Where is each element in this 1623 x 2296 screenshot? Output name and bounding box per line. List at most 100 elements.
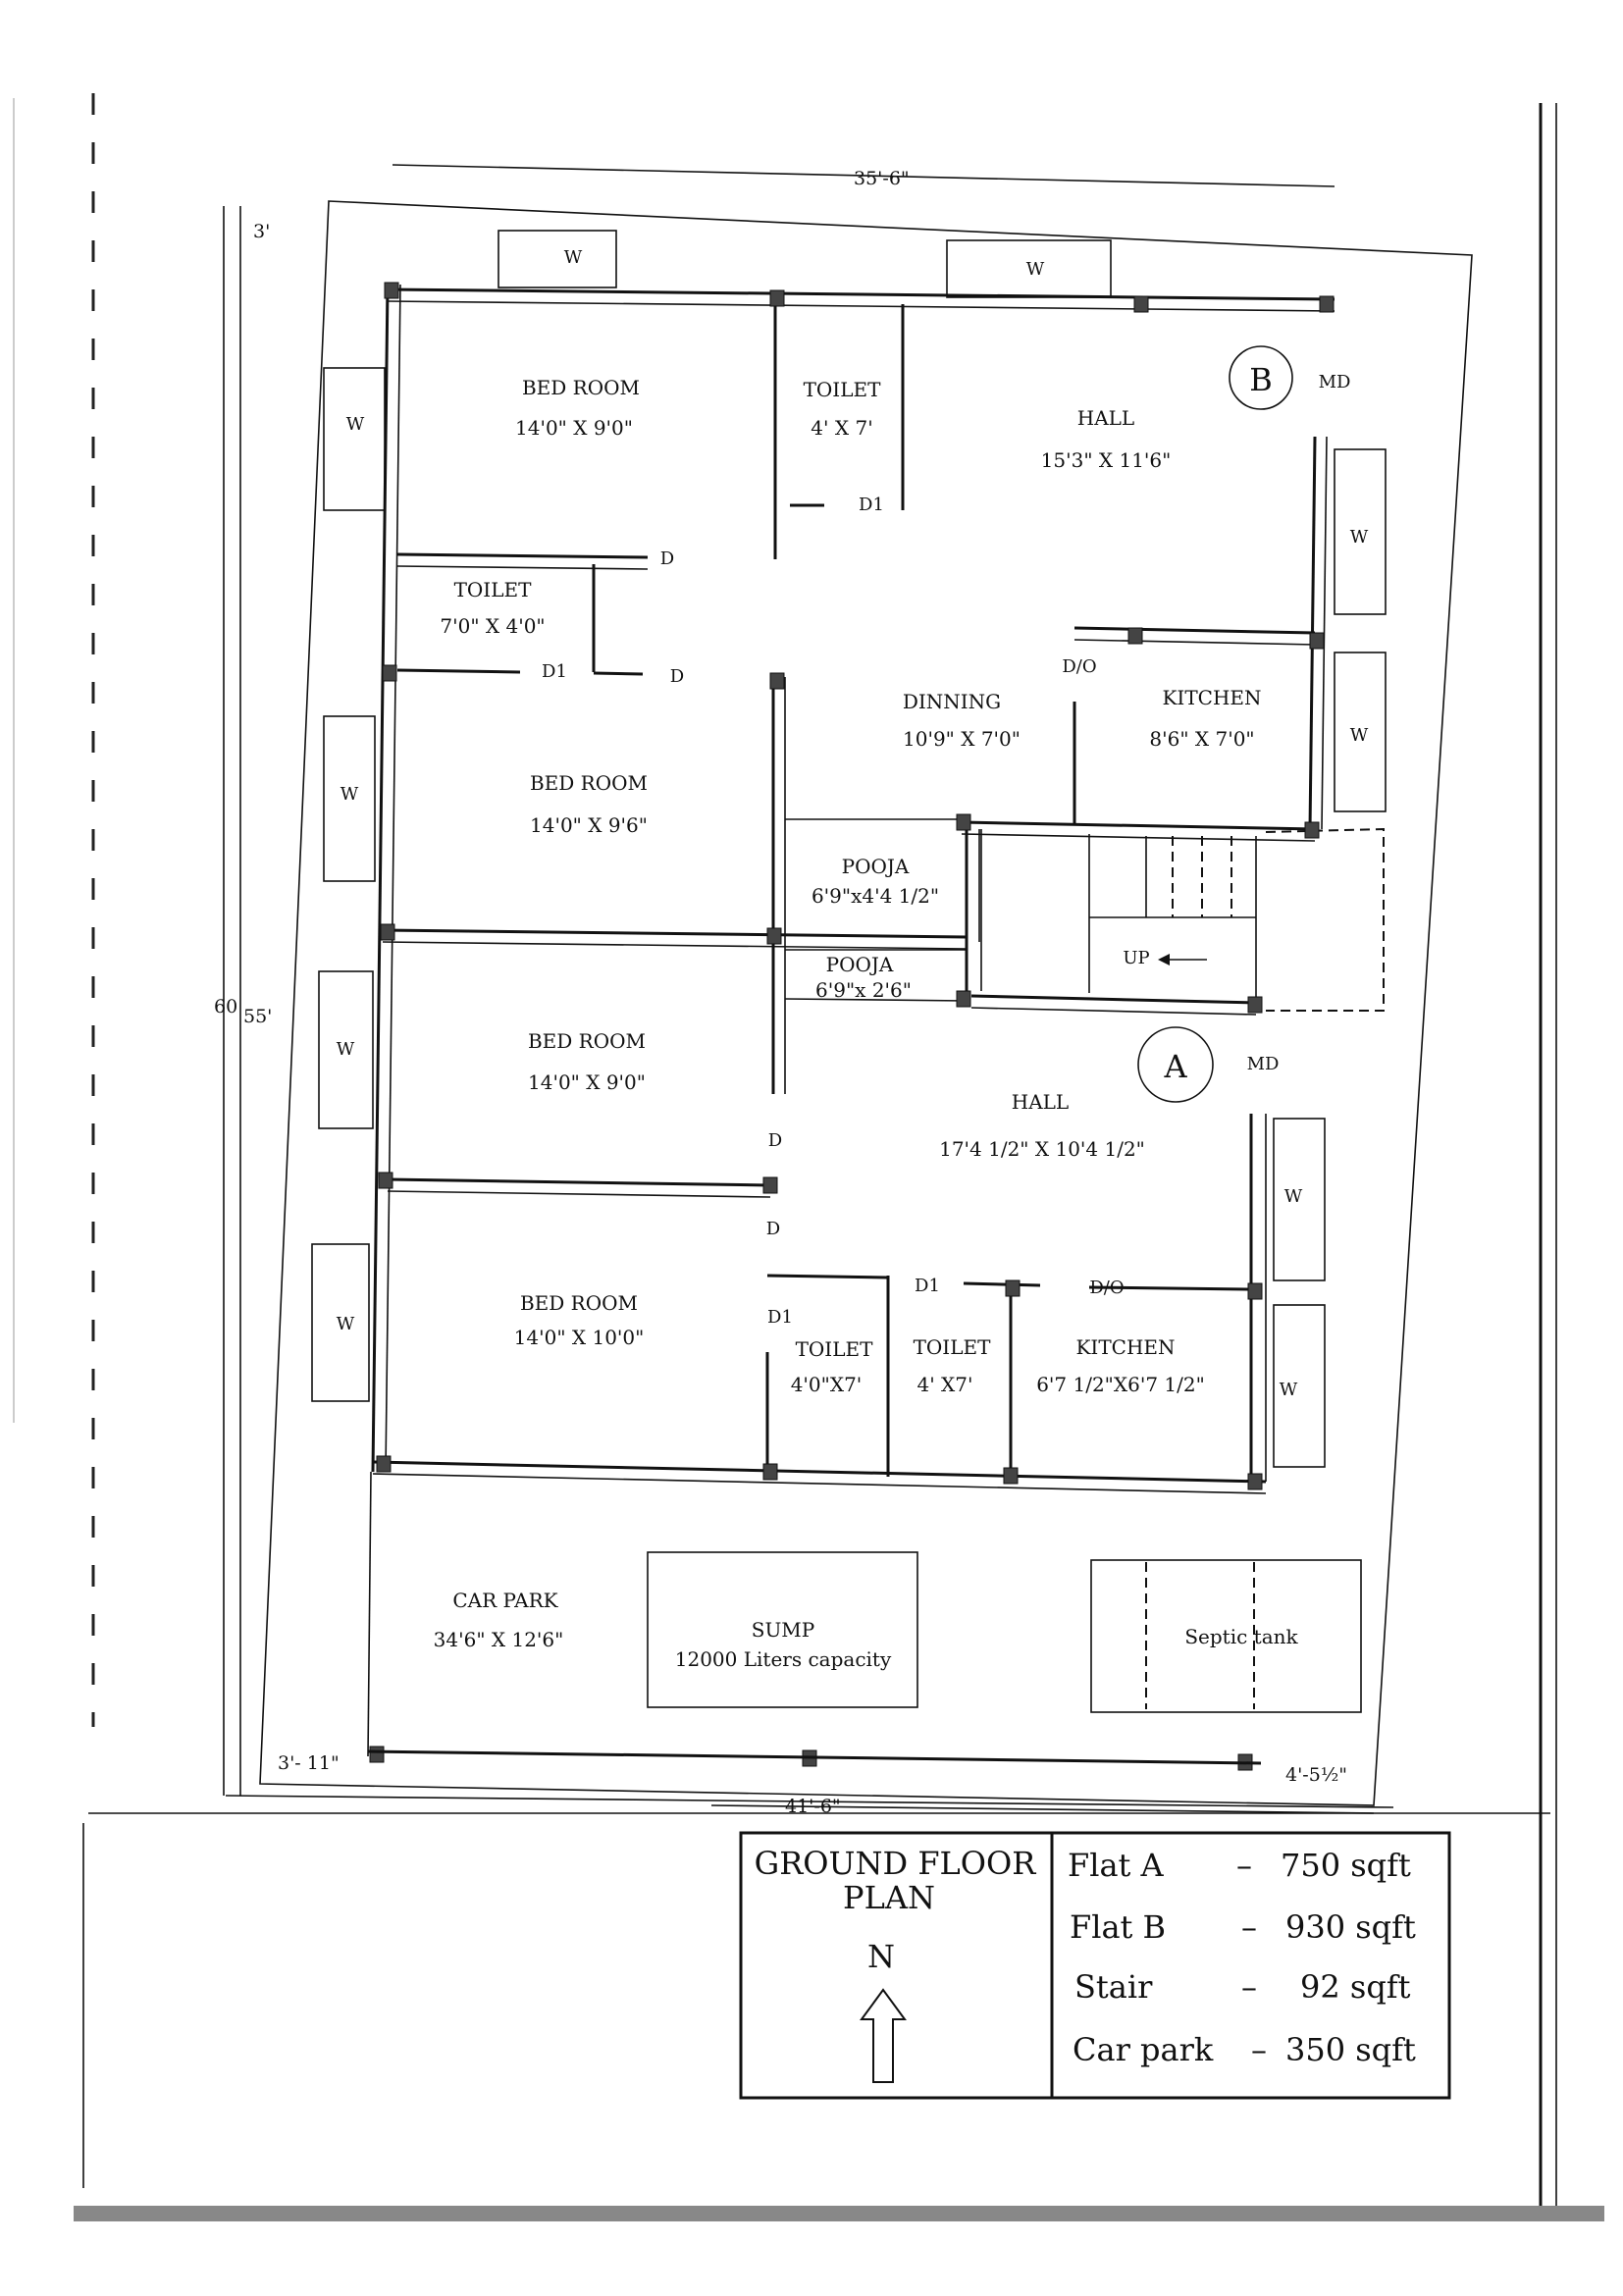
area-label-flat-a: Flat A xyxy=(1068,1847,1165,1884)
room-kitchen-a-size: 6'7 1/2"X6'7 1/2" xyxy=(1036,1373,1205,1396)
room-pooja2-name: POOJA xyxy=(826,953,894,976)
room-hall-b-name: HALL xyxy=(1077,406,1134,430)
door-label: D1 xyxy=(915,1276,940,1296)
window-labels: W W W W W W W W W W xyxy=(337,247,1369,1400)
room-bed4-size: 14'0" X 10'0" xyxy=(514,1326,645,1349)
room-car-park-size: 34'6" X 12'6" xyxy=(434,1628,564,1651)
staircase: UP xyxy=(980,827,1385,1012)
area-dash: – xyxy=(1251,2031,1267,2068)
area-label-flat-b: Flat B xyxy=(1070,1908,1166,1946)
room-kitchen-b-size: 8'6" X 7'0" xyxy=(1149,727,1254,751)
legend-title-line2: PLAN xyxy=(843,1879,935,1916)
door-label: D xyxy=(660,548,674,569)
room-kitchen-b-name: KITCHEN xyxy=(1162,686,1261,709)
window-label: W xyxy=(1026,259,1045,280)
north-label: N xyxy=(867,1938,895,1975)
area-value-flat-b: 930 sqft xyxy=(1285,1908,1416,1946)
room-hall-a-name: HALL xyxy=(1012,1090,1069,1114)
stair-up-label: UP xyxy=(1123,948,1149,968)
legend-title-line1: GROUND FLOOR xyxy=(755,1845,1037,1882)
room-bed1-size: 14'0" X 9'0" xyxy=(515,416,633,440)
page-frame xyxy=(74,103,1604,2221)
area-value-flat-a: 750 sqft xyxy=(1281,1847,1411,1884)
room-toilet-a2-size: 4' X7' xyxy=(916,1373,972,1396)
area-label-car-park: Car park xyxy=(1073,2031,1214,2068)
room-bed4-name: BED ROOM xyxy=(520,1291,638,1315)
door-label: D xyxy=(670,666,684,687)
flat-a-letter: A xyxy=(1163,1048,1187,1085)
room-bed2-name: BED ROOM xyxy=(530,771,648,795)
window-label: W xyxy=(340,784,359,805)
door-label: D xyxy=(766,1219,780,1239)
room-labels: BED ROOM 14'0" X 9'0" TOILET 4' X 7' HAL… xyxy=(434,376,1262,1651)
room-pooja1-size: 6'9"x4'4 1/2" xyxy=(812,884,939,908)
dim-bottom-left: 3'- 11" xyxy=(278,1752,340,1774)
flat-b-marker: B MD xyxy=(1229,345,1351,410)
dim-top-margin: 3' xyxy=(253,221,270,242)
window-label: W xyxy=(1350,527,1369,548)
room-bed2-size: 14'0" X 9'6" xyxy=(530,813,648,837)
columns xyxy=(369,282,1335,1771)
flat-a-md: MD xyxy=(1247,1054,1280,1074)
room-hall-a-size: 17'4 1/2" X 10'4 1/2" xyxy=(939,1137,1145,1161)
area-dash: – xyxy=(1241,1968,1257,2006)
plot-boundary xyxy=(259,200,1473,1806)
window-label: W xyxy=(1284,1186,1303,1207)
room-car-park-name: CAR PARK xyxy=(452,1589,558,1612)
room-dinning-size: 10'9" X 7'0" xyxy=(903,727,1021,751)
room-toilet-left-name: TOILET xyxy=(454,578,533,601)
septic-tank: Septic tank xyxy=(1090,1559,1362,1713)
sump-name: SUMP xyxy=(752,1618,815,1642)
area-dash: – xyxy=(1236,1847,1252,1884)
legend-box: GROUND FLOOR PLAN N Flat A – 750 sqft Fl… xyxy=(739,1831,1451,2100)
window-label: W xyxy=(337,1039,355,1060)
door-label: D/O xyxy=(1062,656,1096,677)
room-toilet-left-size: 7'0" X 4'0" xyxy=(440,614,545,638)
windows xyxy=(311,230,1387,1468)
door-label: D1 xyxy=(767,1307,793,1328)
door-label: D/O xyxy=(1089,1278,1124,1298)
room-toilet-a1-size: 4'0"X7' xyxy=(791,1373,863,1396)
flat-b-md: MD xyxy=(1319,372,1351,392)
room-toilet-a1-name: TOILET xyxy=(796,1337,874,1361)
dim-bottom-width: 41'-6" xyxy=(785,1796,841,1817)
area-dash: – xyxy=(1241,1908,1257,1946)
dim-top-width: 35'-6" xyxy=(854,168,910,189)
door-label: D1 xyxy=(859,495,884,515)
septic-name: Septic tank xyxy=(1184,1625,1298,1648)
flat-a-marker: A MD xyxy=(1137,1026,1280,1103)
binder-holes xyxy=(13,93,95,1727)
door-label: D1 xyxy=(542,661,567,682)
room-pooja2-size: 6'9"x 2'6" xyxy=(815,978,912,1002)
door-label: D xyxy=(768,1130,782,1151)
dim-bottom-right: 4'-5½" xyxy=(1285,1764,1347,1786)
room-bed3-name: BED ROOM xyxy=(528,1029,646,1053)
sump-tank: SUMP 12000 Liters capacity xyxy=(647,1551,918,1708)
room-toilet-a2-name: TOILET xyxy=(914,1335,992,1359)
north-arrow-icon xyxy=(860,1988,907,2083)
dim-inner-depth: 55' xyxy=(243,1006,272,1027)
room-bed3-size: 14'0" X 9'0" xyxy=(528,1070,646,1094)
dim-left-depth: 60 xyxy=(214,996,237,1018)
room-pooja1-name: POOJA xyxy=(842,855,910,878)
window-label: W xyxy=(564,247,583,268)
window-label: W xyxy=(346,414,365,435)
room-bed1-name: BED ROOM xyxy=(522,376,640,399)
sump-capacity: 12000 Liters capacity xyxy=(675,1647,892,1671)
window-label: W xyxy=(1350,725,1369,746)
room-toilet-top-size: 4' X 7' xyxy=(811,416,872,440)
room-toilet-top-name: TOILET xyxy=(804,378,882,401)
area-value-car-park: 350 sqft xyxy=(1285,2031,1416,2068)
car-park-boundary xyxy=(367,1471,1262,1765)
room-dinning-name: DINNING xyxy=(903,690,1001,713)
window-label: W xyxy=(337,1314,355,1334)
dimension-lines xyxy=(223,164,1394,1814)
area-value-stair: 92 sqft xyxy=(1300,1968,1411,2006)
window-label: W xyxy=(1280,1380,1298,1400)
area-label-stair: Stair xyxy=(1074,1968,1153,2006)
room-hall-b-size: 15'3" X 11'6" xyxy=(1041,448,1172,472)
room-kitchen-a-name: KITCHEN xyxy=(1075,1335,1175,1359)
door-labels: D D1 D1 D D/O D D D1 D1 D/O xyxy=(542,495,1125,1328)
flat-b-letter: B xyxy=(1249,361,1273,398)
